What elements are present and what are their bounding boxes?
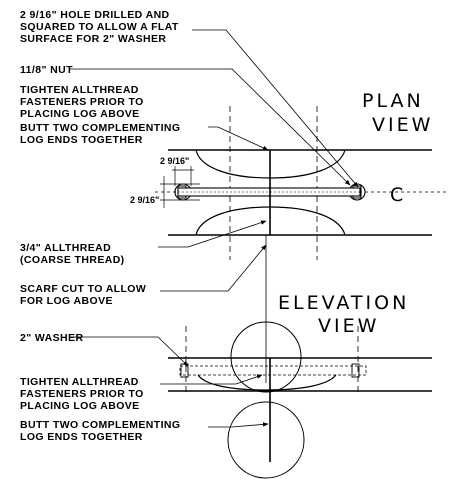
- elev-nut-right: [351, 363, 360, 378]
- plan-view-title-line-2: VIEW: [372, 114, 433, 136]
- plan-allthread-rod: [177, 187, 361, 197]
- view-titles: PLAN VIEW ELEVATION VIEW: [278, 90, 433, 337]
- plan-view: C 2 9/16" 2 9/16": [130, 106, 448, 260]
- note-washer: 2" WASHER: [20, 332, 83, 344]
- elevation-view-title-line-2: VIEW: [318, 315, 379, 337]
- note-scarf-line-2: FOR LOG ABOVE: [20, 295, 113, 307]
- leader-scarf: [160, 244, 267, 292]
- note-nut: 11/8" NUT: [20, 64, 73, 76]
- note-tighten-top-line-3: PLACING LOG ABOVE: [20, 108, 140, 120]
- leader-washer: [70, 336, 189, 367]
- note-hole-line-3: SURFACE FOR 2" WASHER: [20, 33, 166, 45]
- leader-butt-bottom: [208, 422, 269, 428]
- note-butt-top-line-2: LOG ENDS TOGETHER: [20, 134, 143, 146]
- note-tighten-top-line-1: TIGHTEN ALLTHREAD: [20, 84, 139, 96]
- note-allthread-line-2: (COARSE THREAD): [20, 254, 125, 266]
- leader-hole: [192, 29, 359, 188]
- leader-allthread: [158, 220, 267, 248]
- note-hole-line-1: 2 9/16" HOLE DRILLED AND: [20, 9, 170, 21]
- elev-allthread-hidden: [179, 365, 367, 376]
- notes: 2 9/16" HOLE DRILLED AND SQUARED TO ALLO…: [20, 9, 180, 443]
- note-tighten-bottom-line-2: FASTENERS PRIOR TO: [20, 388, 144, 400]
- note-butt-bottom-line-1: BUTT TWO COMPLEMENTING: [20, 419, 180, 431]
- leader-tighten-bottom: [160, 374, 263, 385]
- note-hole-line-2: SQUARED TO ALLOW A FLAT: [20, 21, 179, 33]
- note-butt-top-line-1: BUTT TWO COMPLEMENTING: [20, 122, 180, 134]
- note-tighten-top-line-2: FASTENERS PRIOR TO: [20, 96, 144, 108]
- note-allthread-line-1: 3/4" ALLTHREAD: [20, 242, 111, 254]
- note-butt-bottom-line-2: LOG ENDS TOGETHER: [20, 431, 143, 443]
- dim-horizontal-text: 2 9/16": [160, 156, 189, 166]
- plan-view-title-line-1: PLAN: [362, 90, 424, 112]
- elevation-view-title-line-1: ELEVATION: [278, 292, 409, 314]
- note-tighten-bottom-line-3: PLACING LOG ABOVE: [20, 400, 140, 412]
- leader-butt-top: [208, 126, 269, 151]
- section-mark: C: [390, 184, 406, 206]
- note-tighten-bottom-line-1: TIGHTEN ALLTHREAD: [20, 376, 139, 388]
- elevation-view: [168, 321, 432, 479]
- elev-log-lower-circle: [227, 401, 305, 479]
- leader-nut: [70, 68, 351, 186]
- note-scarf-line-1: SCARF CUT TO ALLOW: [20, 283, 146, 295]
- dim-vertical-text: 2 9/16": [130, 195, 159, 205]
- leader-lines: [70, 29, 359, 428]
- elev-scarf-cut: [197, 374, 337, 391]
